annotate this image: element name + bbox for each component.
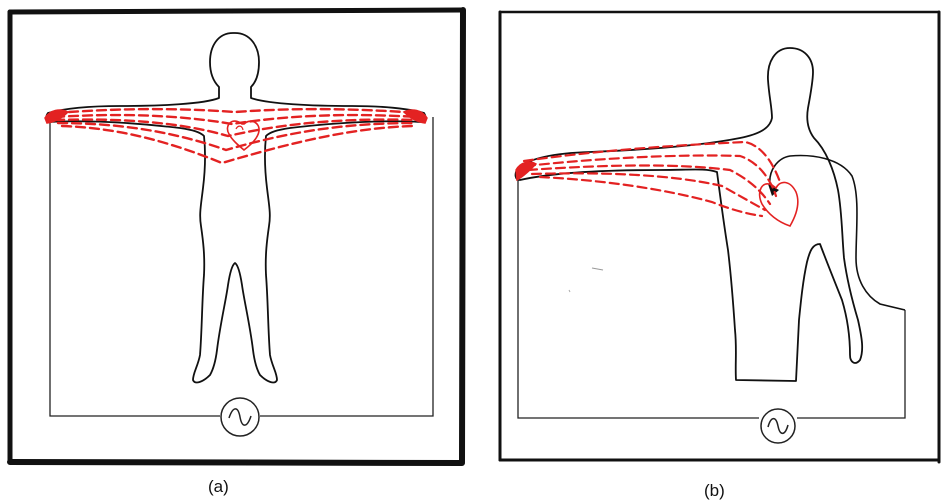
panel-b-heart-icon: [760, 182, 798, 226]
panel-a-frame: [10, 10, 463, 463]
panel-b-circuit-wire: [518, 180, 905, 418]
panel-b-caption: (b): [704, 481, 725, 501]
panel-a: [10, 10, 463, 463]
panel-a-ac-source-icon: [221, 398, 259, 436]
panel-b: [500, 12, 939, 462]
panel-b-ac-source-icon: [761, 409, 795, 443]
panel-b-stray-mark: [569, 290, 570, 292]
panel-b-frame: [500, 12, 939, 462]
panel-a-current-flow: [55, 109, 418, 163]
panel-a-heart-detail: [236, 126, 243, 130]
panel-b-stray-mark: [592, 268, 603, 270]
panel-a-caption: (a): [208, 477, 229, 497]
panel-b-human-silhouette: [516, 48, 863, 381]
panel-a-human-silhouette: [46, 33, 425, 382]
panel-a-circuit-wire: [50, 117, 433, 416]
